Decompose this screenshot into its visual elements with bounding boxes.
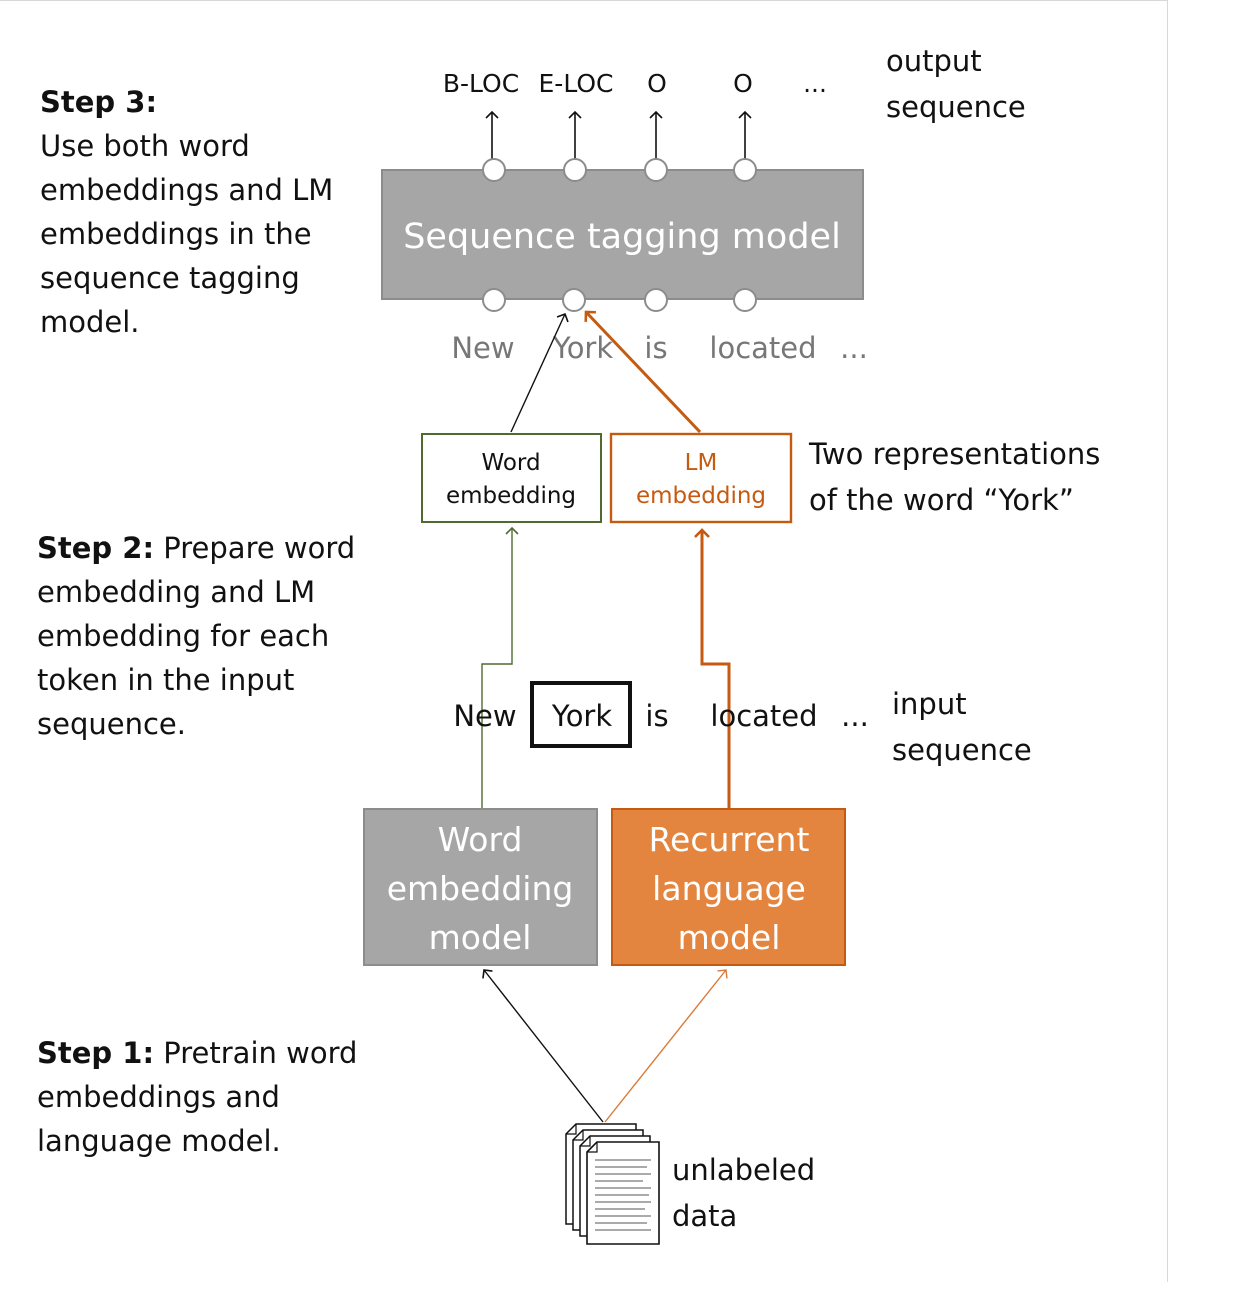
output-port-circle bbox=[733, 158, 757, 182]
word-embedding-model-line: model bbox=[429, 918, 532, 957]
input-token-york: York bbox=[551, 699, 613, 733]
output-label-b-loc: B-LOC bbox=[443, 69, 519, 98]
tagger-token-new: New bbox=[451, 331, 514, 365]
recurrent-lm-line: Recurrent bbox=[649, 820, 810, 859]
lm-embedding-box-line: embedding bbox=[636, 483, 766, 509]
page-frame bbox=[0, 0, 1168, 1282]
step3-description: Step 3: Use both word embeddings and LM … bbox=[40, 80, 333, 344]
sequence-tagging-model-box bbox=[381, 169, 864, 300]
step3-line: embeddings in the bbox=[40, 217, 312, 251]
output-sequence-label: output sequence bbox=[886, 44, 1026, 124]
document-stack-icon bbox=[565, 1123, 660, 1245]
input-port-circle bbox=[733, 288, 757, 312]
output-label-e-loc: E-LOC bbox=[539, 69, 614, 98]
word-embedding-box-line: Word bbox=[481, 450, 540, 476]
tagger-token-ellipsis: ... bbox=[840, 331, 868, 365]
tagger-token-located: located bbox=[709, 331, 816, 365]
recurrent-lm-line: model bbox=[678, 918, 781, 957]
output-label-ellipsis: ... bbox=[803, 69, 827, 98]
lm-embedding-box-line: LM bbox=[685, 450, 718, 476]
step2-line: embedding for each bbox=[37, 619, 330, 653]
word-embedding-box bbox=[421, 433, 602, 523]
word-embedding-to-tagger-arrow bbox=[510, 312, 569, 433]
step3-line: model. bbox=[40, 305, 140, 339]
lm-embedding-to-tagger-arrow bbox=[584, 310, 702, 434]
output-label-o: O bbox=[733, 69, 753, 98]
step2-line: embedding and LM bbox=[37, 575, 316, 609]
tagger-token-is: is bbox=[644, 331, 667, 365]
step1-line: embeddings and bbox=[37, 1080, 280, 1114]
tagger-token-york: York bbox=[552, 331, 614, 365]
recurrent-language-model-box bbox=[611, 808, 846, 966]
step3-line: embeddings and LM bbox=[40, 173, 334, 207]
word-embedding-model-box bbox=[363, 808, 598, 966]
step2-heading: Step 2: bbox=[37, 531, 155, 565]
input-port-circle bbox=[562, 288, 586, 312]
step3-heading: Step 3: bbox=[40, 85, 158, 119]
input-token-york-highlight bbox=[530, 681, 632, 748]
word-embedding-model-line: Word bbox=[438, 820, 523, 859]
input-sequence-label: input sequence bbox=[892, 687, 1032, 767]
input-token-is: is bbox=[645, 699, 668, 733]
recurrent-lm-line: language bbox=[652, 869, 806, 908]
step2-description: Step 2: Prepare word embedding and LM em… bbox=[37, 526, 355, 746]
sequence-tagging-model-label: Sequence tagging model bbox=[403, 217, 841, 257]
output-port-circle bbox=[563, 158, 587, 182]
output-port-circle bbox=[644, 158, 668, 182]
input-token-new: New bbox=[453, 699, 516, 733]
step1-description: Step 1: Pretrain word embeddings and lan… bbox=[37, 1031, 357, 1163]
unlabeled-data-label: unlabeled data bbox=[672, 1153, 816, 1233]
data-to-lm-arrow bbox=[604, 969, 728, 1123]
step3-line: sequence tagging bbox=[40, 261, 300, 295]
two-representations-label: Two representations of the word “York” bbox=[809, 437, 1101, 517]
input-token-ellipsis: ... bbox=[841, 699, 869, 733]
step1-first-line: Pretrain word bbox=[154, 1036, 358, 1070]
lm-embedding-box bbox=[609, 432, 793, 524]
step3-line: Use both word bbox=[40, 129, 250, 163]
word-model-to-embedding-arrow bbox=[481, 526, 519, 808]
input-port-circle bbox=[644, 288, 668, 312]
input-token-located: located bbox=[710, 699, 817, 733]
output-label-o: O bbox=[647, 69, 667, 98]
lm-model-to-embedding-arrow bbox=[694, 528, 731, 808]
step2-line: token in the input bbox=[37, 663, 295, 697]
step2-first-line: Prepare word bbox=[154, 531, 356, 565]
step1-heading: Step 1: bbox=[37, 1036, 155, 1070]
word-embedding-box-line: embedding bbox=[446, 483, 576, 509]
data-to-word-model-arrow bbox=[482, 969, 604, 1123]
input-port-circle bbox=[482, 288, 506, 312]
word-embedding-model-line: embedding bbox=[387, 869, 574, 908]
step2-line: sequence. bbox=[37, 707, 186, 741]
step1-line: language model. bbox=[37, 1124, 281, 1158]
output-port-circle bbox=[482, 158, 506, 182]
